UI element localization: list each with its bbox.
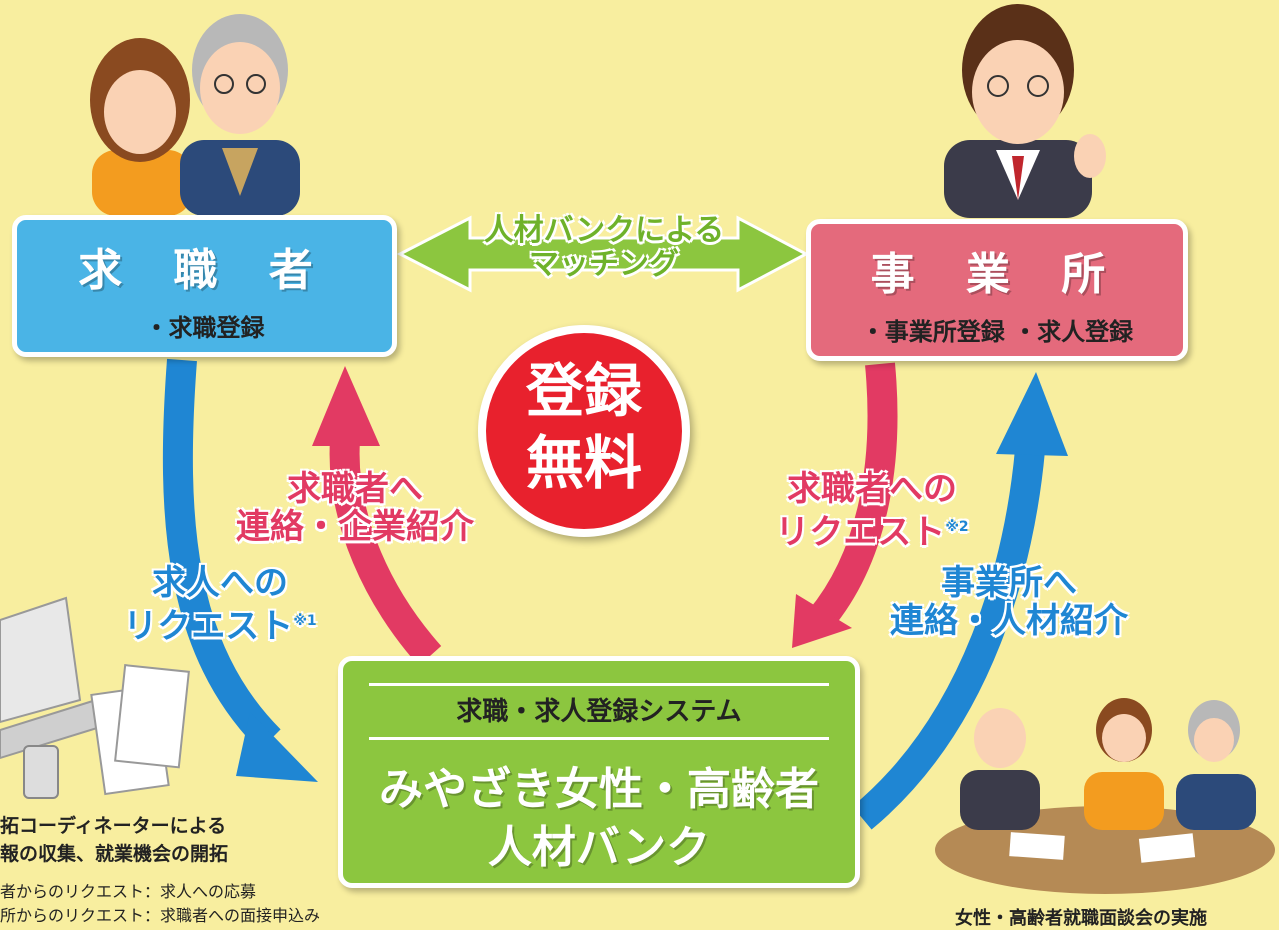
job-seeker-title: 求 職 者 [78, 245, 331, 296]
coordinator-line2: 報の収集、就業機会の開拓 [0, 843, 229, 865]
job-seeker-box: 求 職 者 ・求職登録 [12, 215, 397, 357]
request-employer-line2: リクエスト※2 [752, 508, 992, 551]
request-seeker-line2: リクエスト※1 [100, 602, 340, 645]
contact-employer-line1: 事業所へ [941, 563, 1077, 603]
bank-name: みやざき女性・高齢者 人材バンク [343, 761, 855, 877]
matching-label: 人材バンクによる マッチング [470, 214, 738, 282]
note2-text: 所からのリクエスト：求職者への面接申込み [0, 906, 321, 925]
matching-line1: 人材バンクによる [483, 213, 725, 248]
request-notes: 者からのリクエスト：求人への応募 所からのリクエスト：求職者への面接申込み [0, 880, 320, 928]
request-employer-line1: 求職者への [787, 469, 957, 509]
contact-seeker-line2: 連絡・企業紹介 [236, 507, 474, 547]
contact-arrowhead-right [996, 372, 1068, 456]
request-seeker-label: 求人への リクエスト※1 [100, 564, 340, 645]
request-arrow-right [808, 362, 898, 630]
coordinator-caption: 拓コーディネーターによる 報の収集、就業機会の開拓 [0, 812, 228, 868]
bank-system-subtitle: 求職・求人登録システム [456, 697, 742, 727]
interview-illustration [935, 698, 1275, 894]
bank-name-line1: みやざき女性・高齢者 [379, 764, 819, 815]
interview-caption: 女性・高齢者就職面談会の実施 [955, 908, 1207, 929]
contact-arrowhead-left [312, 366, 380, 446]
employer-man-illustration [944, 4, 1106, 218]
contact-employer-label: 事業所へ 連絡・人材紹介 [880, 564, 1138, 640]
seeker-couple-illustration [90, 14, 300, 216]
request-seeker-line1: 求人への [152, 563, 288, 603]
free-registration-badge: 登録 無料 [478, 325, 690, 537]
request-arrow-left [162, 358, 281, 751]
request-arrowhead-right [792, 594, 852, 648]
laptop-papers-illustration [0, 596, 190, 799]
bank-name-line2: 人材バンク [487, 822, 711, 873]
request-seeker-text: リクエスト [123, 606, 294, 647]
employer-registration: ・事業所登録 ・求人登録 [860, 318, 1134, 346]
contact-employer-line2: 連絡・人材紹介 [890, 601, 1128, 641]
free-badge-line2: 無料 [525, 429, 642, 497]
request-arrowhead-left [236, 712, 318, 782]
note-marker-1: ※1 [293, 613, 317, 629]
matching-line2: マッチング [529, 247, 679, 282]
request-employer-text: リクエスト [775, 512, 946, 553]
job-seeker-registration: ・求職登録 [144, 314, 265, 342]
request-employer-label: 求職者への リクエスト※2 [752, 470, 992, 551]
contact-arrow-right [852, 448, 1045, 830]
free-badge-line1: 登録 [525, 357, 642, 425]
contact-seeker-label: 求職者へ 連絡・企業紹介 [230, 470, 480, 546]
note1-text: 者からのリクエスト：求人への応募 [0, 882, 257, 901]
bank-top-rule [369, 683, 829, 686]
coordinator-line1: 拓コーディネーターによる [0, 815, 227, 837]
talent-bank-box: 求職・求人登録システム みやざき女性・高齢者 人材バンク [338, 656, 860, 888]
employer-box: 事 業 所 ・事業所登録 ・求人登録 [806, 219, 1188, 361]
bank-bottom-rule [369, 737, 829, 740]
employer-title: 事 業 所 [870, 249, 1124, 300]
contact-arrow-left [329, 439, 442, 666]
contact-seeker-line1: 求職者へ [287, 469, 423, 509]
note-marker-2: ※2 [945, 519, 969, 535]
